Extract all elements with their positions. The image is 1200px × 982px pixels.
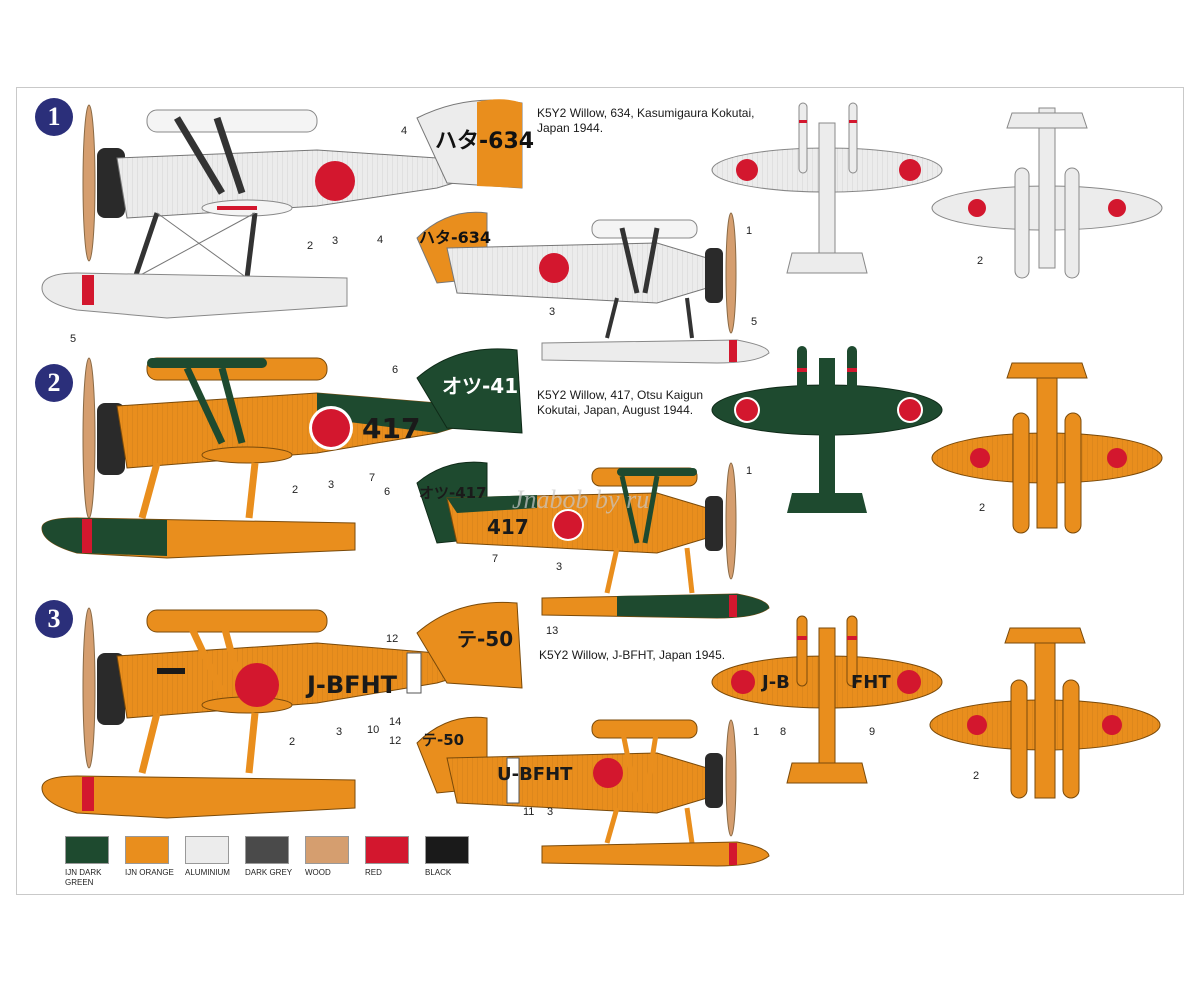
swatch-label: IJN ORANGE <box>125 868 174 877</box>
callout: 3 <box>556 561 563 573</box>
callout: 3 <box>332 235 339 247</box>
profile-number-badge: 2 <box>35 364 73 402</box>
callout: 2 <box>289 736 296 748</box>
swatch-label: ALUMINIUM <box>185 868 230 877</box>
profile-2-side-view-large: 417 オツ-417 <box>41 348 532 559</box>
profile-number-badge: 3 <box>35 600 73 638</box>
callout: 3 <box>336 726 343 738</box>
callout: 2 <box>973 770 980 782</box>
profile-3-side-view-large: J-BFHT テ-50 <box>41 601 523 819</box>
wing-code-right: FHT <box>851 672 891 693</box>
callout: 7 <box>492 553 499 565</box>
callout: 14 <box>389 716 402 728</box>
watermark: Jnabob by ru <box>512 485 649 514</box>
swatch-label: WOOD <box>305 868 331 877</box>
callout: 3 <box>328 479 335 491</box>
side-code-small: U-BFHT <box>497 764 573 785</box>
profile-3-side-view-small: U-BFHT テ-50 <box>416 716 770 867</box>
callout: 10 <box>367 724 380 736</box>
side-code: 417 <box>362 412 420 445</box>
tail-marking-small: ハタ-634 <box>419 228 491 247</box>
side-code-small: 417 <box>487 515 529 539</box>
callout: 7 <box>369 472 376 484</box>
callout: 2 <box>977 255 984 267</box>
callout: 1 <box>746 465 753 477</box>
wing-code-left: J-B <box>760 672 790 693</box>
profile-caption: K5Y2 Willow, 417, Otsu Kaigun Kokutai, J… <box>537 388 704 417</box>
callout: 2 <box>307 240 314 252</box>
callout: 3 <box>549 306 556 318</box>
swatch-red <box>365 836 409 864</box>
callout: 6 <box>392 364 399 376</box>
profile-2-bottom-view <box>931 362 1163 534</box>
swatch-ijn-dark-green <box>65 836 109 864</box>
profile-3-top-view: J-B FHT <box>711 615 943 784</box>
callout: 5 <box>70 333 77 345</box>
callout: 4 <box>377 234 384 246</box>
callout: 8 <box>780 726 787 738</box>
swatch-black <box>425 836 469 864</box>
callout: 4 <box>401 125 408 137</box>
callout: 9 <box>869 726 876 738</box>
profile-number-badge: 1 <box>35 98 73 136</box>
profile-sheet: 1 2 3 K5Y2 Willow, 634, Kasumigaura Koku… <box>16 87 1184 895</box>
swatch-dark-grey <box>245 836 289 864</box>
swatch-wood <box>305 836 349 864</box>
profile-1-top-view <box>711 102 943 274</box>
profile-1-side-view-large: ハタ-634 <box>41 99 534 319</box>
swatch-label: RED <box>365 868 382 877</box>
swatch-label: IJN DARK GREEN <box>65 868 102 887</box>
callout: 5 <box>751 316 758 328</box>
callout: 3 <box>547 806 554 818</box>
profile-3-bottom-view <box>929 627 1161 799</box>
callout: 2 <box>979 502 986 514</box>
tail-marking: オツ-417 <box>442 374 532 398</box>
tail-marking: テ-50 <box>457 627 513 651</box>
swatch-label: DARK GREY <box>245 868 293 877</box>
callout: 1 <box>746 225 753 237</box>
callout: 11 <box>523 806 535 818</box>
swatch-ijn-orange <box>125 836 169 864</box>
callout: 12 <box>389 735 402 747</box>
profile-2-side-view-small: 417 オツ-417 <box>416 461 770 619</box>
callout: 13 <box>546 625 559 637</box>
side-code: J-BFHT <box>305 671 398 699</box>
callout: 6 <box>384 486 391 498</box>
profile-2-top-view <box>711 346 943 513</box>
tail-marking-small: オツ-417 <box>419 484 487 502</box>
aircraft-artwork: ハタ-634 ハタ-634 <box>41 99 1163 867</box>
swatch-aluminium <box>185 836 229 864</box>
profile-caption: K5Y2 Willow, J-BFHT, Japan 1945. <box>539 648 726 662</box>
tail-marking-small: テ-50 <box>422 731 464 749</box>
callout: 12 <box>386 633 399 645</box>
tail-marking: ハタ-634 <box>435 129 534 154</box>
callout: 2 <box>292 484 299 496</box>
swatch-label: BLACK <box>425 868 452 877</box>
profile-1-side-view-small: ハタ-634 <box>416 211 770 364</box>
profile-1-bottom-view <box>931 107 1163 279</box>
callout: 1 <box>753 726 760 738</box>
profile-caption: K5Y2 Willow, 634, Kasumigaura Kokutai, J… <box>537 106 755 135</box>
